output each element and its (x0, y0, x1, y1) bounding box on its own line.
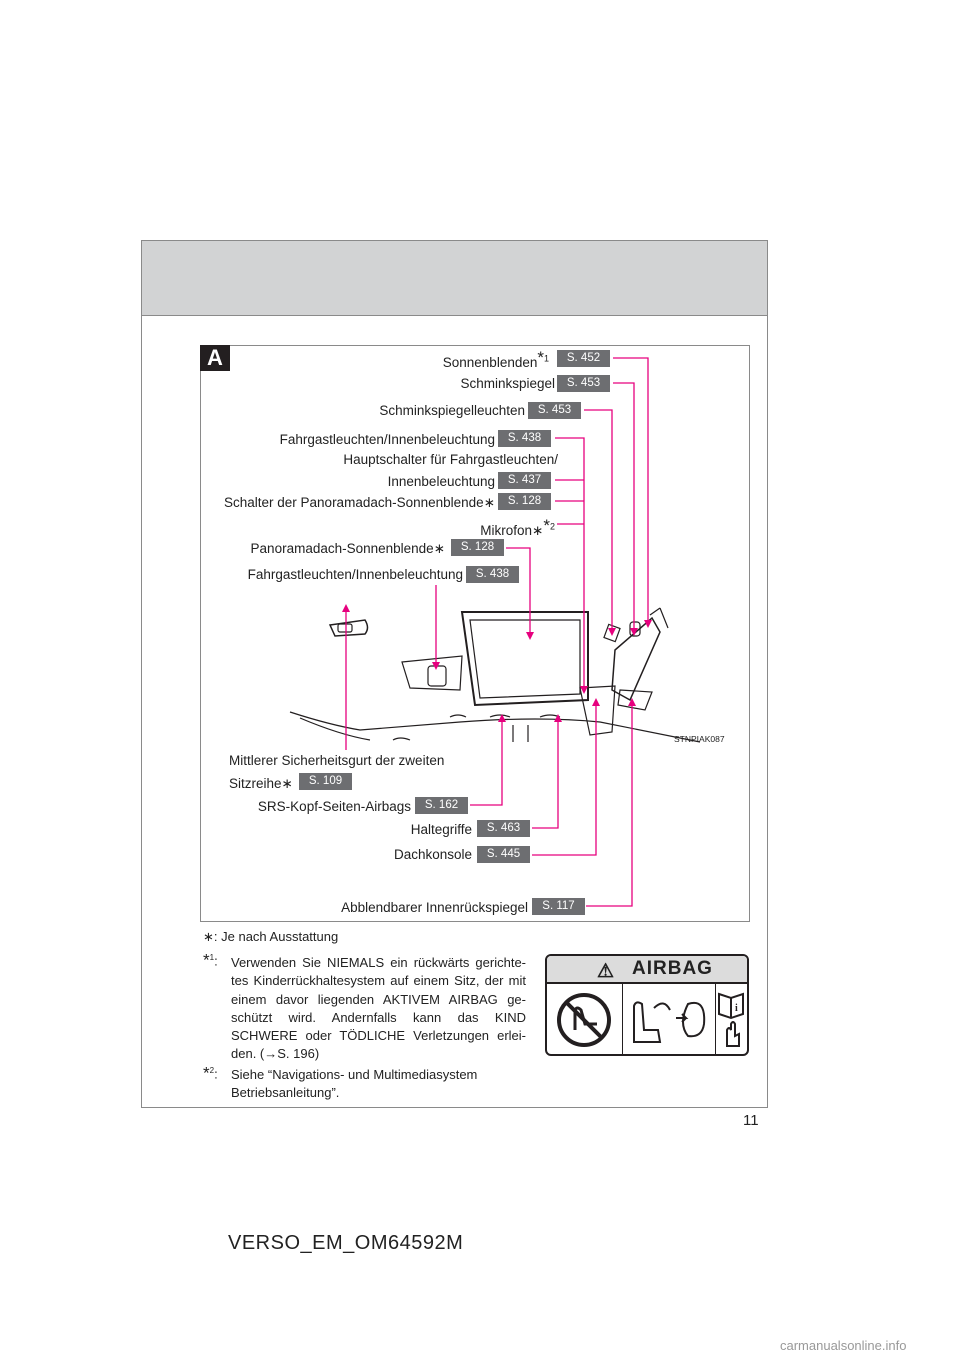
page-ref-dachkonsole[interactable]: S. 445 (477, 846, 530, 863)
leader-lines (345, 357, 649, 907)
note-mark: ∗ (433, 541, 445, 556)
footnote-1-text: Verwenden Sie NIEMALS ein rückwärts geri… (231, 955, 526, 1062)
airbag-pictograms: i (547, 984, 747, 1054)
callout-sicherheitsgurt-line1: Mittlerer Sicherheitsgurt der zweiten (229, 753, 445, 768)
footnote-index: 1 (543, 353, 549, 364)
arrowheads (342, 604, 652, 722)
page-ref-schminkspiegelleuchten[interactable]: S. 453 (528, 402, 581, 419)
image-code: STNPIAK087 (674, 734, 725, 744)
callout-sicherheitsgurt-line2: Sitzreihe∗ (229, 776, 293, 792)
airbag-warning-label: ⚠ AIRBAG i (545, 954, 749, 1056)
airbag-label-header: ⚠ AIRBAG (547, 956, 747, 984)
page-ref-panoramadach[interactable]: S. 128 (451, 539, 504, 556)
page-ref-fahrgastleuchten-1[interactable]: S. 438 (498, 430, 551, 447)
page-ref-srs-airbags[interactable]: S. 162 (415, 797, 468, 814)
watermark: carmanualsonline.info (780, 1338, 907, 1353)
no-rear-facing-seat-icon (547, 984, 623, 1054)
document-id: VERSO_EM_OM64592M (228, 1232, 464, 1254)
callout-schalter-panoramadach: Schalter der Panoramadach-Sonnenblende∗ (224, 495, 495, 511)
fn2-colon: : (214, 1066, 218, 1082)
page-ref-haltegriffe[interactable]: S. 463 (477, 820, 530, 837)
callout-mikrofon-text: Mikrofon (480, 523, 533, 538)
page-ref-fahrgastleuchten-2[interactable]: S. 438 (466, 566, 519, 583)
car-interior-drawing (289, 607, 701, 743)
callout-panoramadach-text: Panoramadach-Sonnenblende (250, 541, 434, 556)
svg-text:i: i (735, 1003, 738, 1014)
callout-sonnenblenden: Sonnenblenden*1 (442, 348, 549, 371)
footnote-index: 2 (549, 521, 555, 532)
read-manual-icon: i (715, 984, 747, 1054)
note-mark: ∗ (281, 776, 293, 791)
footnote-star: ∗: Je nach Ausstattung (203, 928, 338, 946)
footnote-1-mark: *1: (203, 949, 218, 970)
panel-label: A (200, 345, 230, 371)
page-ref-sicherheitsgurt[interactable]: S. 109 (299, 773, 352, 790)
page-ref-sonnenblenden[interactable]: S. 452 (557, 350, 610, 367)
callout-hauptschalter-line1: Hauptschalter für Fahrgastleuchten/ (343, 452, 558, 467)
callout-mikrofon: Mikrofon∗*2 (480, 516, 555, 539)
footnote-2-mark: *2: (203, 1062, 218, 1083)
fn1-mark: * (203, 950, 210, 970)
callout-sonnenblenden-text: Sonnenblenden (442, 355, 538, 370)
page-ref-schalter-panoramadach[interactable]: S. 128 (498, 493, 551, 510)
note-mark: ∗ (483, 495, 495, 510)
callout-innenrueckspiegel: Abblendbarer Innenrückspiegel (341, 900, 528, 915)
fn2-mark: * (203, 1063, 210, 1083)
page-ref-schminkspiegel[interactable]: S. 453 (557, 375, 610, 392)
callout-schalter-panoramadach-text: Schalter der Panoramadach-Sonnenblende (224, 495, 484, 510)
illustration-panel (200, 345, 750, 922)
page-number: 11 (743, 1112, 759, 1129)
warning-icon: ⚠ (597, 961, 616, 982)
note-mark: ∗ (532, 523, 544, 538)
callout-schminkspiegelleuchten: Schminkspiegelleuchten (379, 403, 525, 418)
callout-hauptschalter-line2: Innenbeleuchtung (387, 474, 495, 489)
callout-haltegriffe: Haltegriffe (410, 822, 472, 837)
callout-schminkspiegel: Schminkspiegel (460, 376, 555, 391)
fn2-sup: 2 (209, 1066, 215, 1075)
callout-sicherheitsgurt-text: Sitzreihe (229, 776, 282, 791)
callout-fahrgastleuchten-1: Fahrgastleuchten/Innenbeleuchtung (279, 432, 495, 447)
airbag-title: AIRBAG (632, 958, 713, 979)
star-mark: ∗ (203, 929, 214, 944)
callout-dachkonsole: Dachkonsole (393, 847, 472, 862)
note-mark: * (537, 348, 544, 367)
page-ref-innenrueckspiegel[interactable]: S. 117 (532, 898, 585, 915)
callout-panoramadach: Panoramadach-Sonnenblende∗ (251, 541, 445, 557)
note-mark-2: * (543, 516, 550, 535)
footnote-2-text: Siehe “Navigations- und Multimediasystem… (231, 1067, 478, 1101)
fn1-sup: 1 (209, 953, 215, 962)
page-ref-hauptschalter[interactable]: S. 437 (498, 472, 551, 489)
header-band (142, 241, 767, 316)
callout-fahrgastleuchten-2: Fahrgastleuchten/Innenbeleuchtung (247, 567, 463, 582)
fn1-colon: : (214, 953, 218, 969)
star-text: : Je nach Ausstattung (213, 929, 339, 944)
airbag-deploy-icon (622, 984, 716, 1054)
page-frame (141, 240, 768, 1108)
callout-srs-airbags: SRS-Kopf-Seiten-Airbags (257, 799, 411, 814)
